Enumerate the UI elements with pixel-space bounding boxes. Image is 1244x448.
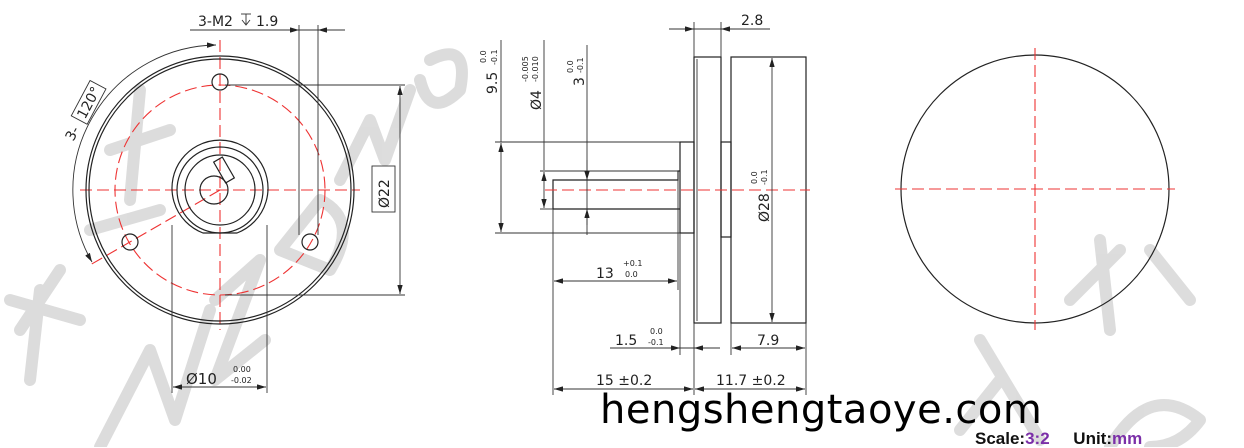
angle-prefix: 3- (63, 124, 84, 144)
depth-symbol-icon (241, 13, 251, 26)
watermark-cjk-glyph-4 (1064, 234, 1196, 336)
body-dia-up: 0.0 (750, 171, 759, 184)
front-view: 3-M2 1.9 3- 120° Ø22 Ø10 0.00 -0.02 (63, 13, 405, 393)
body-len: 7.9 (757, 333, 779, 349)
thread-label: 3-M2 (198, 14, 233, 30)
hub-len-up: 0.0 (650, 327, 663, 336)
body-dia-dim: Ø28 0.0 -0.1 (750, 169, 773, 222)
watermark-cjk-glyph-2 (84, 84, 176, 236)
hub-dia: Ø10 (186, 370, 217, 388)
website-watermark: hengshengtaoye.com (600, 387, 1043, 433)
pcd-label: Ø22 (377, 179, 393, 208)
total-body: 11.7 ±0.2 (716, 373, 786, 389)
shaft-len-up: +0.1 (623, 259, 642, 268)
flat: 3 (572, 77, 588, 86)
watermark-o-glyph-2 (1104, 399, 1206, 447)
flange-h: 9.5 (485, 72, 501, 94)
hub-boss (679, 141, 695, 234)
flat-up: 0.0 (566, 60, 575, 73)
watermark-w-glyph (94, 304, 216, 447)
angle-arc (72, 42, 217, 263)
shaft-dia: Ø4 (529, 90, 545, 110)
shaft-len-lo: 0.0 (625, 270, 638, 279)
hub-tol-upper: 0.00 (233, 365, 251, 374)
shaft-dia-lo: -0.010 (531, 56, 540, 82)
scale-label: Scale: (975, 429, 1026, 448)
watermark-m-glyph (334, 84, 416, 186)
flat-lo: -0.1 (576, 57, 585, 73)
hub-len-lo: -0.1 (648, 338, 664, 347)
unit-value: mm (1112, 429, 1143, 448)
scale-value: 3:2 (1025, 429, 1050, 448)
angle-dimension: 3- 120° (63, 79, 107, 144)
watermark-o-glyph (414, 48, 468, 109)
flange-height-dim: 9.5 0.0 -0.1 (479, 49, 501, 94)
hub-len: 1.5 (615, 333, 637, 349)
flange-h-up: 0.0 (479, 50, 488, 63)
key-slot (212, 156, 236, 184)
watermark-d-glyph (274, 194, 349, 276)
hub-tol-lower: -0.02 (231, 376, 252, 385)
body-dia: Ø28 (757, 193, 773, 222)
watermark-cjk-glyph-3 (954, 334, 1046, 446)
shaft-dia-dim: Ø4 -0.005 -0.010 (521, 56, 545, 110)
mount-hole-right (301, 233, 319, 251)
watermark-cjk-glyph (4, 264, 86, 386)
side-view: 9.5 0.0 -0.1 Ø4 -0.005 -0.010 3 0.0 -0.1… (479, 13, 810, 395)
body-dia-lo: -0.1 (760, 169, 769, 185)
shaft-dia-up: -0.005 (521, 56, 530, 82)
unit-label: Unit: (1073, 429, 1113, 448)
angle-value: 120° (74, 84, 104, 121)
pcd-box (371, 165, 396, 213)
plate-thk: 2.8 (741, 13, 763, 29)
thread-depth: 1.9 (256, 14, 278, 30)
flange-h-lo: -0.1 (490, 49, 499, 65)
angle-box (70, 79, 107, 125)
total-shaft: 15 ±0.2 (596, 373, 652, 389)
flat-dim: 3 0.0 -0.1 (566, 57, 588, 86)
rear-view (895, 48, 1175, 330)
shaft-len: 13 (596, 266, 614, 282)
scale-info: Scale:3:2 Unit:mm (975, 429, 1143, 448)
